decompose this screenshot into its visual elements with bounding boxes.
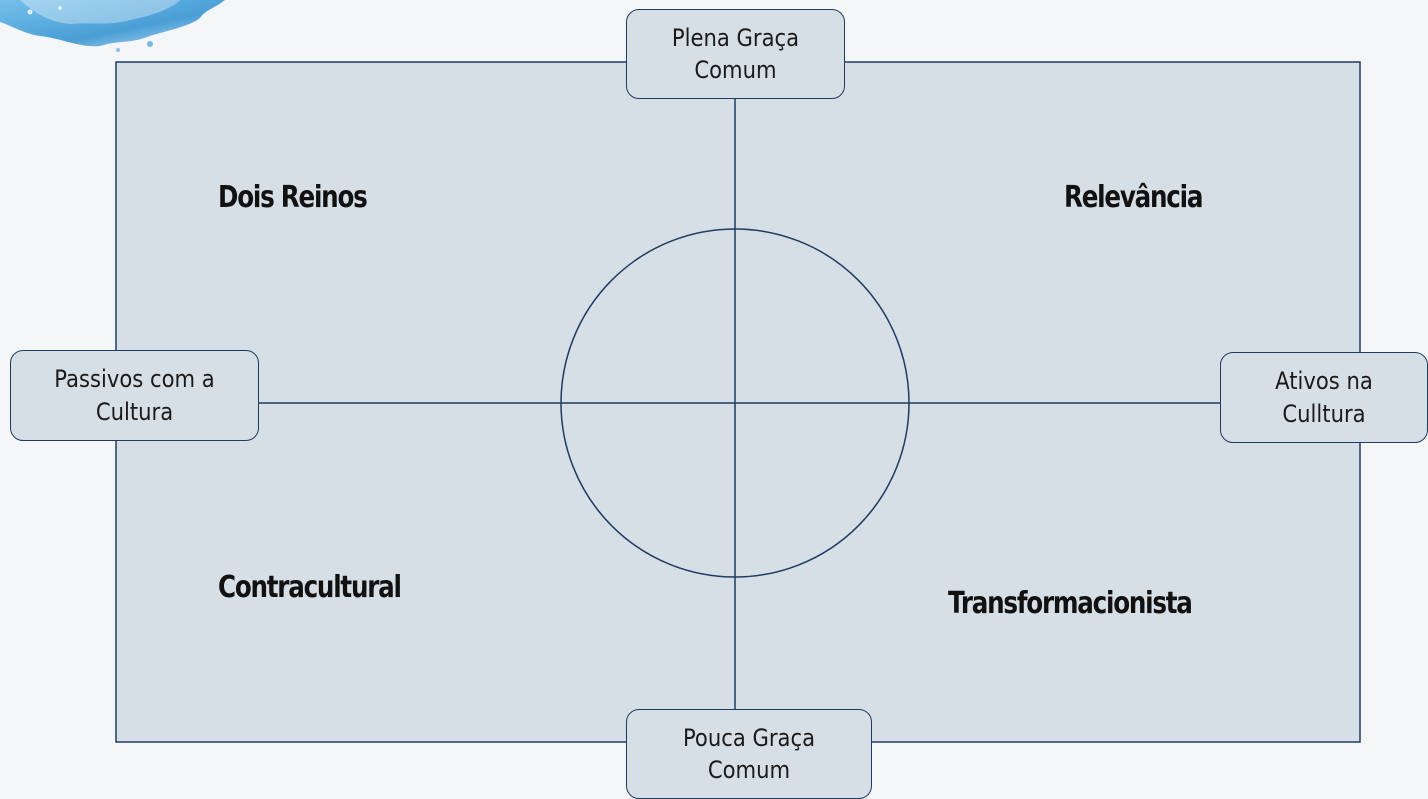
axis-label-top-text: Plena Graça Comum bbox=[671, 23, 800, 84]
axis-label-bottom-text: Pouca Graça Comum bbox=[682, 723, 816, 784]
diagram-panel bbox=[115, 61, 1361, 743]
axis-label-left: Passivos com a Cultura bbox=[10, 350, 259, 441]
quadrant-label-bottom-right: Transformacionista bbox=[948, 586, 1193, 621]
quadrant-label-top-left: Dois Reinos bbox=[218, 180, 368, 215]
axis-label-left-text: Passivos com a Cultura bbox=[54, 365, 215, 426]
paint-splash-decoration bbox=[0, 0, 225, 52]
axis-label-right: Ativos na Culltura bbox=[1220, 352, 1428, 443]
quadrant-label-top-right: Relevância bbox=[1064, 180, 1203, 215]
center-circle bbox=[560, 228, 910, 578]
axis-label-right-text: Ativos na Culltura bbox=[1275, 367, 1373, 428]
axis-label-bottom: Pouca Graça Comum bbox=[626, 709, 872, 799]
quadrant-label-bottom-left: Contracultural bbox=[218, 570, 402, 605]
axis-label-top: Plena Graça Comum bbox=[626, 9, 845, 99]
